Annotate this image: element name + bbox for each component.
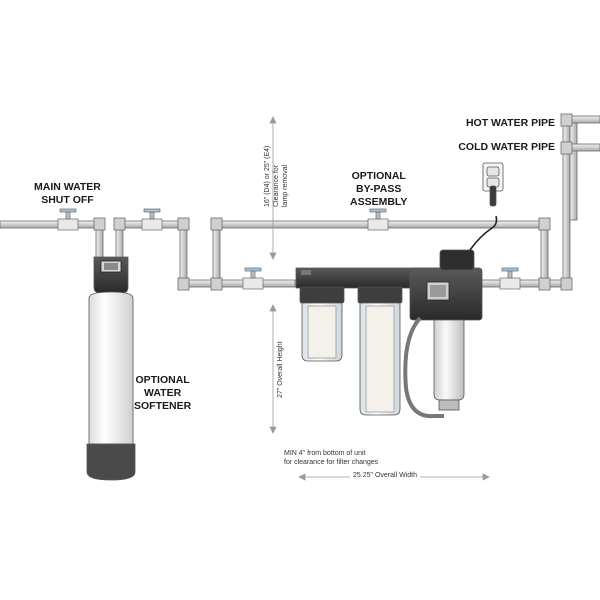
lower-pipe-left (179, 279, 296, 288)
softener-tank (88, 291, 134, 445)
softener-line-1: OPTIONAL (135, 374, 190, 386)
overall-height-note: 27" Overall Height (277, 341, 284, 398)
softener-label: OPTIONAL WATER SOFTENER (134, 374, 191, 413)
outlet-valve (499, 267, 521, 290)
overall-width-note: 25.25" Overall Width (350, 471, 420, 480)
bypass-label: OPTIONAL BY-PASS ASSEMBLY (350, 170, 407, 209)
drop-pipe (179, 220, 188, 288)
main-inlet-pipe (0, 220, 101, 229)
cold-pipe-label: COLD WATER PIPE (458, 141, 555, 153)
uv-hose (403, 316, 444, 419)
wall-outlet (482, 162, 504, 207)
water-softener (86, 256, 136, 481)
bypass-line-3: ASSEMBLY (350, 196, 408, 208)
softener-line-3: SOFTENER (134, 400, 192, 412)
filter-clearance-line-1: MIN 4" from bottom of unit (284, 450, 366, 457)
bypass-line-1: OPTIONAL (351, 170, 406, 182)
valves (57, 208, 521, 290)
main-shutoff-line-1: MAIN WATER (34, 181, 101, 193)
main-shutoff-label: MAIN WATER SHUT OFF (34, 181, 101, 207)
main-shutoff-valve (57, 208, 79, 231)
lamp-clearance-note: 16" (D4) or 25" (E4) Clearance for lamp … (263, 146, 290, 207)
hot-riser (569, 119, 578, 221)
softener-valve (141, 208, 163, 231)
bypass-riser-left (212, 220, 221, 288)
filter-head-1 (299, 286, 345, 304)
softener-base (86, 443, 136, 481)
lamp-clearance-line-3: lamp removal (282, 164, 289, 207)
lower-pipe-right (479, 279, 571, 288)
uv-lamp-cap (439, 249, 475, 271)
filter-head-2 (357, 286, 403, 304)
bypass-line-2: BY-PASS (356, 183, 402, 195)
softener-line-2: WATER (144, 387, 182, 399)
lamp-clearance-line-2: Clearance for (273, 164, 280, 207)
lamp-clearance-line-1: 16" (D4) or 25" (E4) (264, 145, 271, 207)
filter-clearance-line-2: for clearance for filter changes (284, 459, 379, 466)
bypass-valve (367, 208, 389, 231)
uv-chamber (433, 319, 465, 401)
inlet-valve (242, 267, 264, 290)
hot-pipe-label: HOT WATER PIPE (465, 117, 555, 129)
filter-system (295, 215, 498, 419)
main-shutoff-line-2: SHUT OFF (41, 194, 94, 206)
bypass-riser-right (540, 220, 549, 288)
power-cord (469, 215, 498, 251)
filter-clearance-note: MIN 4" from bottom of unit for clearance… (284, 449, 378, 467)
dimension-lines (269, 116, 490, 481)
